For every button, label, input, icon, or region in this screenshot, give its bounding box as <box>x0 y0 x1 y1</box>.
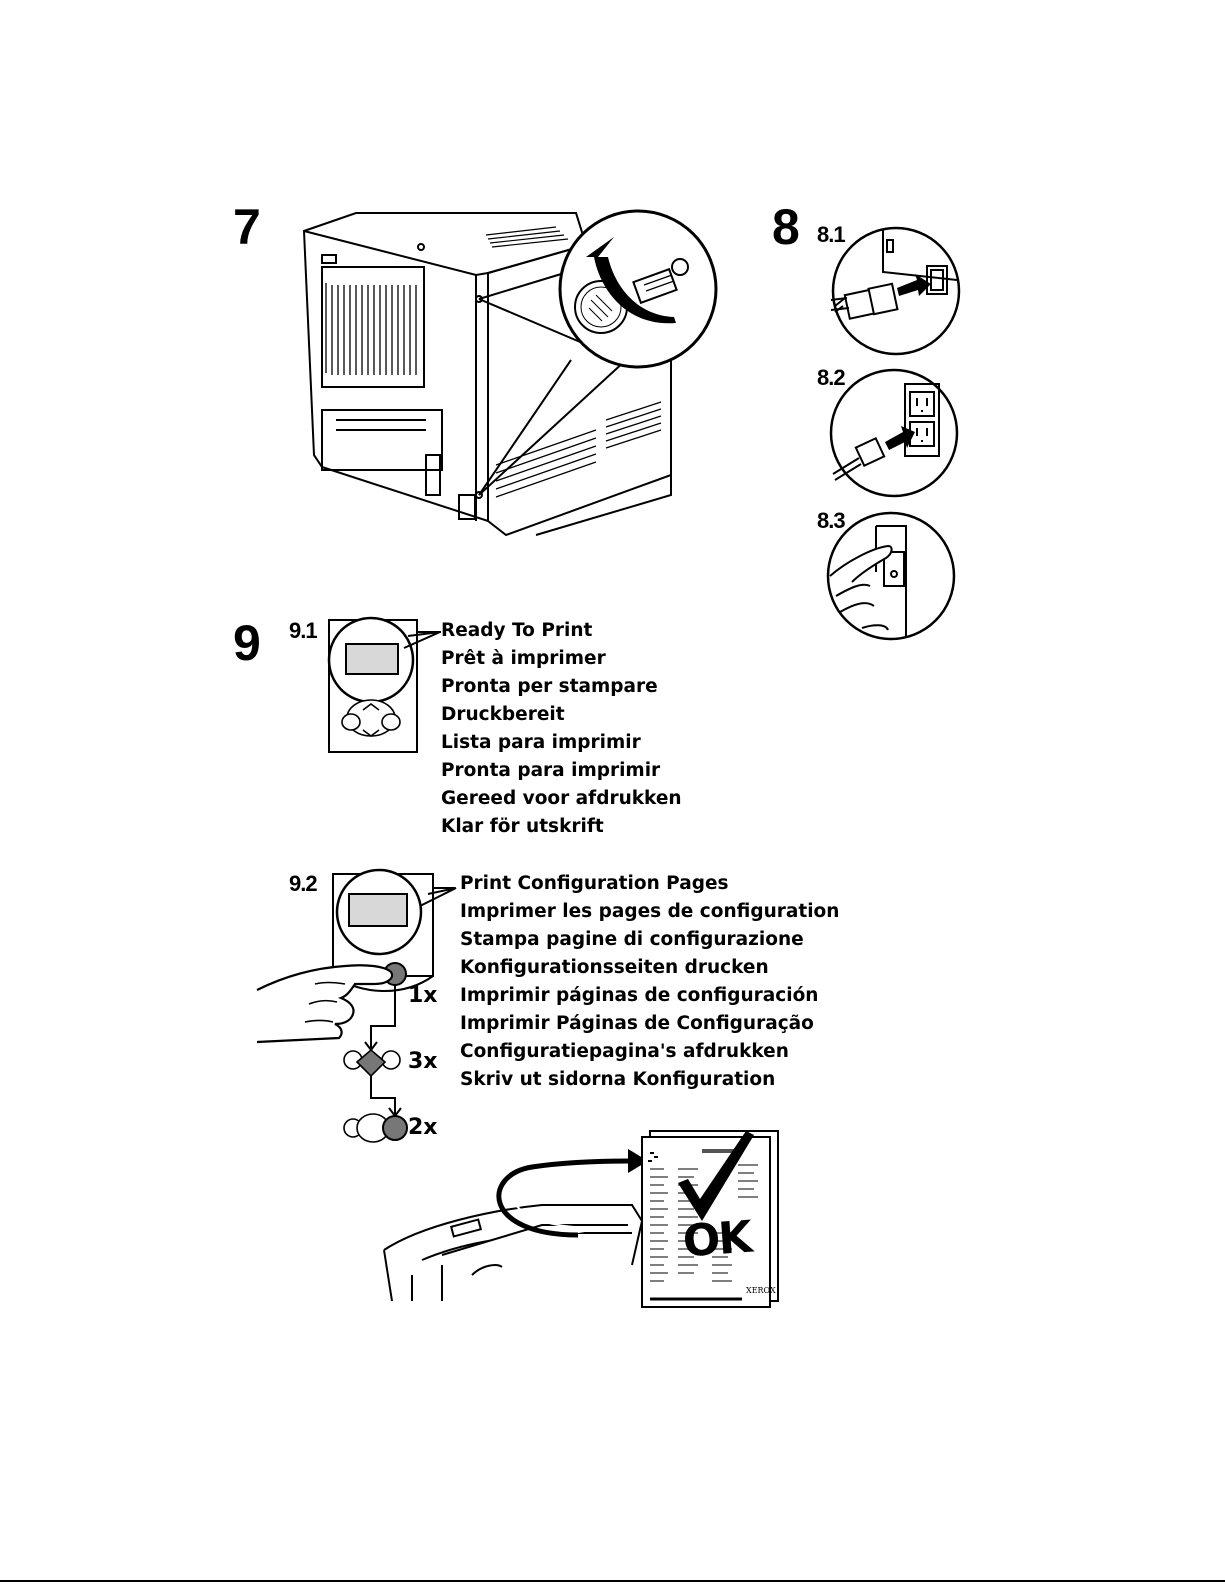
substep-8-1-label: 8.1 <box>817 222 846 247</box>
plug-into-printer-illustration <box>830 226 961 356</box>
ready-message-nl: Gereed voor afdrukken <box>441 788 682 809</box>
control-panel-config-illustration <box>256 868 455 1143</box>
ready-message-list: Ready To Print Prêt à imprimer Pronta pe… <box>441 617 682 841</box>
page-bottom-rule <box>0 1580 1225 1582</box>
press-count-down: 3x <box>408 1049 438 1074</box>
substep-8-3-label: 8.3 <box>817 508 846 533</box>
callout-pointer-9-2 <box>419 887 457 907</box>
press-power-switch-illustration <box>826 511 956 641</box>
press-count-ok-second: 2x <box>408 1115 438 1140</box>
config-message-pt: Imprimir Páginas de Configuração <box>460 1013 814 1034</box>
step-7-number: 7 <box>233 199 261 255</box>
config-message-en: Print Configuration Pages <box>460 873 729 894</box>
config-message-nl: Configuratiepagina's afdrukken <box>460 1041 789 1062</box>
config-message-fr: Imprimer les pages de configuration <box>460 901 840 922</box>
config-message-it: Stampa pagine di configurazione <box>460 929 804 950</box>
step-8-number: 8 <box>772 199 800 255</box>
ready-message-fr: Prêt à imprimer <box>441 648 606 669</box>
ready-message-sv: Klar för utskrift <box>441 816 604 837</box>
plug-into-wall-outlet-illustration <box>829 368 959 498</box>
ready-message-en: Ready To Print <box>441 620 593 641</box>
ready-message-de: Druckbereit <box>441 704 565 725</box>
callout-pointer-9-1 <box>403 631 441 649</box>
ready-message-it: Pronta per stampare <box>441 676 658 697</box>
step-9-number: 9 <box>233 615 261 671</box>
printer-rear-illustration <box>302 209 718 537</box>
ready-message-pt: Pronta para imprimir <box>441 760 661 781</box>
control-panel-ready-illustration <box>327 616 441 753</box>
config-message-list: Print Configuration Pages Imprimer les p… <box>460 870 839 1094</box>
printer-output-illustration <box>383 1130 779 1308</box>
substep-9-1-label: 9.1 <box>289 618 318 643</box>
config-message-es: Imprimir páginas de configuración <box>460 985 819 1006</box>
xerox-logo: XEROX <box>746 1286 776 1295</box>
ready-message-es: Lista para imprimir <box>441 732 641 753</box>
press-count-ok-first: 1x <box>408 983 438 1008</box>
ok-label: OK <box>681 1211 753 1268</box>
substep-8-2-label: 8.2 <box>817 365 846 390</box>
substep-9-2-label: 9.2 <box>289 871 318 896</box>
config-message-de: Konfigurationsseiten drucken <box>460 957 769 978</box>
config-message-sv: Skriv ut sidorna Konfiguration <box>460 1069 776 1090</box>
